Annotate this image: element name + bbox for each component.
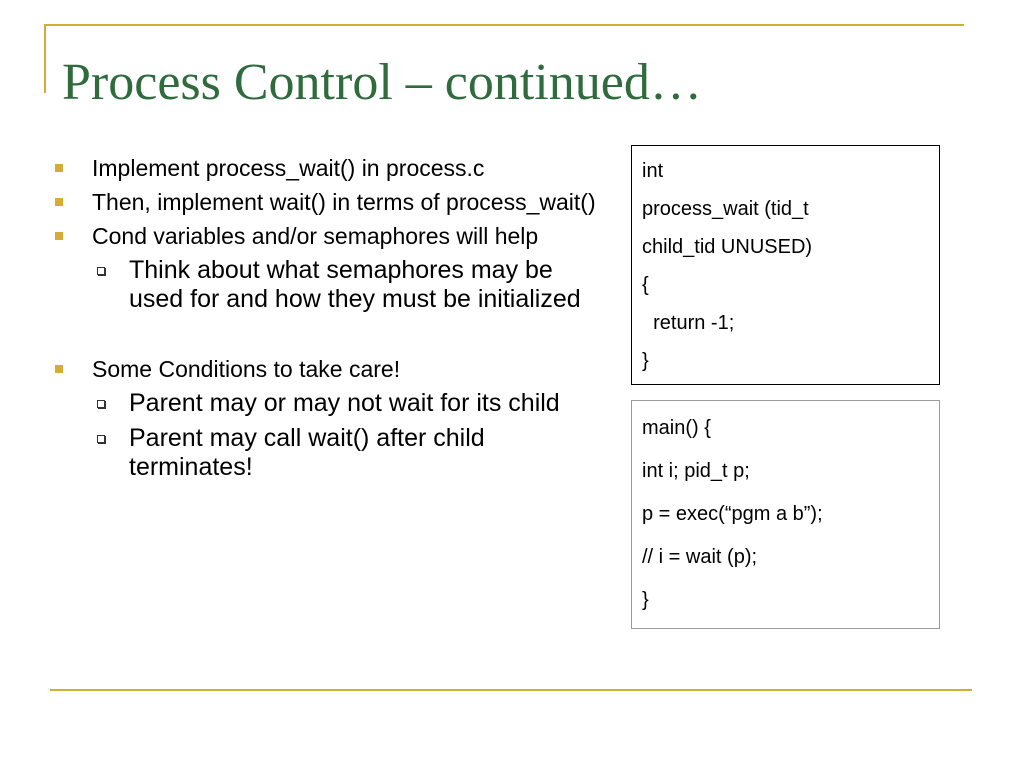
bullet-text: Implement process_wait() in process.c (92, 155, 485, 181)
code-line: } (642, 589, 649, 611)
code-line: child_tid UNUSED) (642, 236, 813, 258)
bullet-item: Some Conditions to take care! Parent may… (55, 356, 600, 482)
square-bullet-icon (55, 164, 63, 172)
code-line: } (642, 350, 649, 372)
bullet-item: Cond variables and/or semaphores will he… (55, 223, 600, 314)
code-line: process_wait (tid_t (642, 198, 809, 220)
sub-bullet-list: Parent may or may not wait for its child… (92, 389, 600, 482)
code-line: main() { (642, 417, 711, 439)
code-line: // i = wait (p); (642, 546, 758, 568)
bullet-list: Implement process_wait() in process.c Th… (55, 155, 600, 482)
bullet-item: Then, implement wait() in terms of proce… (55, 189, 600, 216)
square-bullet-icon (55, 365, 63, 373)
code-line: return -1; (642, 312, 735, 334)
frame-bottom-line (50, 689, 972, 691)
sub-bullet-text: Parent may call wait() after child termi… (129, 424, 485, 481)
sub-bullet-text: Parent may or may not wait for its child (129, 389, 560, 417)
frame-left-line (44, 24, 46, 93)
sub-bullet-item: Think about what semaphores may be used … (92, 256, 600, 314)
process-wait-code-box: int process_wait (tid_t child_tid UNUSED… (631, 145, 940, 385)
sub-bullet-item: Parent may call wait() after child termi… (92, 424, 600, 482)
frame-top-line (44, 24, 964, 26)
sub-bullet-item: Parent may or may not wait for its child (92, 389, 600, 418)
sub-bullet-text: Think about what semaphores may be used … (129, 256, 581, 313)
hollow-square-bullet-icon (97, 267, 105, 275)
hollow-square-bullet-icon (97, 400, 105, 408)
code-line: int i; pid_t p; (642, 460, 750, 482)
hollow-square-bullet-icon (97, 435, 105, 443)
main-code-box: main() { int i; pid_t p; p = exec(“pgm a… (631, 400, 940, 629)
slide-title: Process Control – continued… (62, 54, 702, 111)
bullet-text: Cond variables and/or semaphores will he… (92, 223, 539, 249)
code-line: { (642, 274, 649, 296)
code-line: int (642, 160, 664, 182)
square-bullet-icon (55, 232, 63, 240)
bullet-text: Then, implement wait() in terms of proce… (92, 189, 596, 215)
square-bullet-icon (55, 198, 63, 206)
code-line: p = exec(“pgm a b”); (642, 503, 823, 525)
bullet-item: Implement process_wait() in process.c (55, 155, 600, 182)
sub-bullet-list: Think about what semaphores may be used … (92, 256, 600, 314)
bullet-text: Some Conditions to take care! (92, 356, 401, 382)
